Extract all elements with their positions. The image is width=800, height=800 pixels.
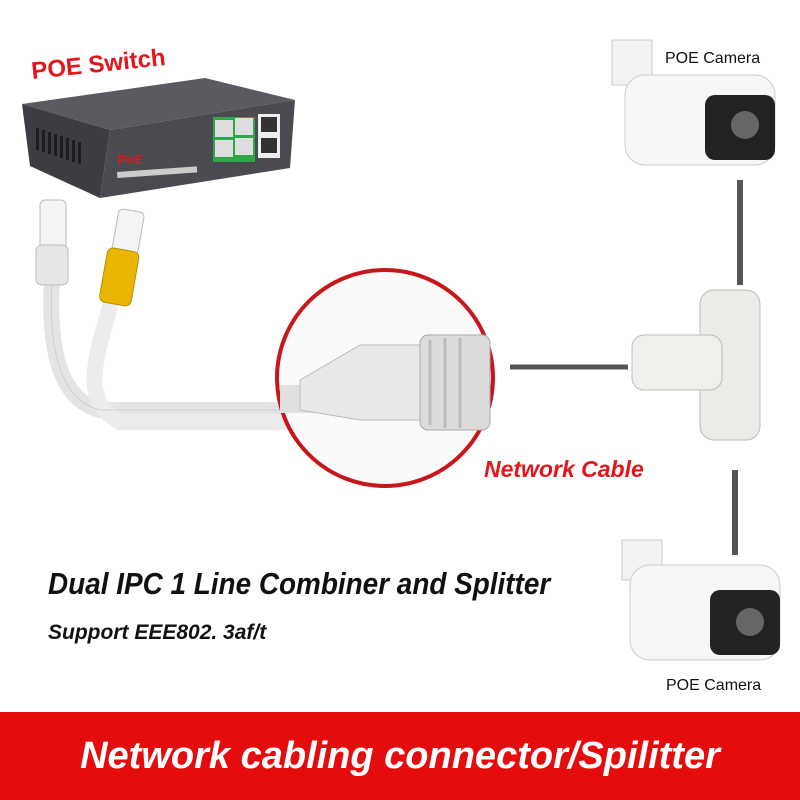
svg-text:PoE: PoE bbox=[118, 152, 144, 167]
poe-camera-top-image bbox=[611, 39, 776, 166]
product-subtitle: Support EEE802. 3af/t bbox=[48, 621, 267, 644]
bottom-banner: Network cabling connector/Spilitter bbox=[0, 712, 800, 800]
magnified-connector bbox=[275, 268, 495, 488]
network-cable-label: Network Cable bbox=[484, 456, 644, 482]
poe-camera-bottom-image bbox=[621, 539, 781, 661]
camera-top-label: POE Camera bbox=[665, 50, 761, 67]
poe-switch-image: PoE bbox=[22, 78, 295, 198]
banner-text: Network cabling connector/Spilitter bbox=[80, 734, 720, 777]
cable-pair bbox=[43, 272, 298, 430]
rj45-plug-yellow bbox=[99, 208, 145, 307]
product-title: Dual IPC 1 Line Combiner and Splitter bbox=[48, 566, 551, 601]
rj45-plug-white bbox=[35, 199, 69, 286]
camera-bottom-label: POE Camera bbox=[666, 677, 762, 694]
t-splitter bbox=[510, 180, 761, 555]
